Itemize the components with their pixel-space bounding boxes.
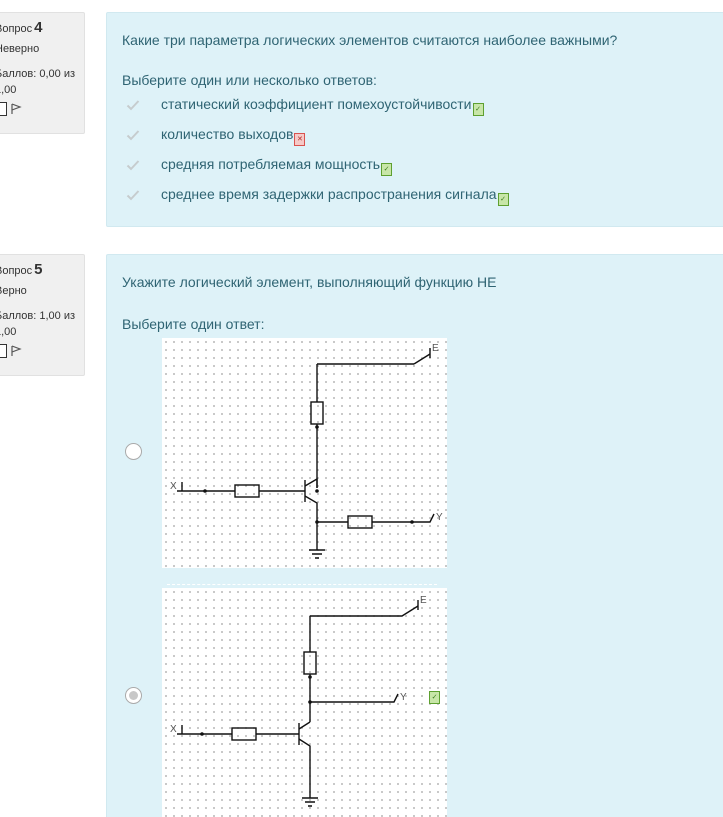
label-y: Y: [400, 692, 407, 703]
flag-question[interactable]: [0, 102, 78, 116]
correct-icon: ✓: [381, 162, 393, 176]
option-separator: [167, 584, 437, 585]
check-icon: [126, 130, 140, 141]
answer-prompt: Выберите один или несколько ответов:: [122, 72, 377, 88]
check-icon: [126, 190, 140, 201]
answer-checkbox[interactable]: [125, 127, 141, 143]
question-state: Верно: [0, 285, 27, 297]
question-info-4: Вопрос4 Неверно Баллов: 0,00 из 1,00: [0, 12, 85, 134]
correct-icon: ✓: [497, 192, 509, 206]
question-formulation-5: Укажите логический элемент, выполняющий …: [106, 254, 723, 817]
answer-radio-1[interactable]: [125, 443, 142, 460]
check-icon: [126, 100, 140, 111]
circuit-diagram-2[interactable]: E X Y: [162, 588, 447, 817]
answer-radio-2[interactable]: [125, 687, 142, 704]
answer-label: среднее время задержки распространения с…: [161, 185, 497, 202]
question-text: Укажите логический элемент, выполняющий …: [122, 274, 497, 290]
correct-icon: ✓: [472, 102, 484, 116]
flag-checkbox[interactable]: [0, 344, 7, 358]
question-grade: Баллов: 1,00 из 1,00: [0, 310, 76, 338]
flag-icon[interactable]: [10, 345, 22, 357]
answer-option-4[interactable]: среднее время задержки распространения с…: [125, 184, 509, 206]
flag-question[interactable]: [0, 344, 78, 358]
answer-label: количество выходов: [161, 125, 294, 142]
label-y: Y: [436, 512, 443, 523]
label-e: E: [432, 343, 439, 354]
answer-checkbox[interactable]: [125, 187, 141, 203]
question-info-5: Вопрос5 Верно Баллов: 1,00 из 1,00: [0, 254, 85, 376]
question-number: Вопрос5: [0, 261, 43, 278]
question-text: Какие три параметра логических элементов…: [122, 32, 618, 48]
answer-label: статический коэффициент помехоустойчивос…: [161, 95, 472, 112]
flag-checkbox[interactable]: [0, 102, 7, 116]
answer-checkbox[interactable]: [125, 97, 141, 113]
incorrect-icon: ✕: [294, 132, 306, 146]
answer-label: средняя потребляемая мощность: [161, 155, 381, 172]
answer-checkbox[interactable]: [125, 157, 141, 173]
answer-option-3[interactable]: средняя потребляемая мощность✓: [125, 154, 393, 176]
question-number: Вопрос4: [0, 19, 43, 36]
circuit-diagram-1[interactable]: E X Y: [162, 338, 447, 568]
label-x: X: [170, 481, 177, 492]
check-icon: [126, 160, 140, 171]
label-x: X: [170, 724, 177, 735]
question-grade: Баллов: 0,00 из 1,00: [0, 68, 76, 96]
answer-prompt: Выберите один ответ:: [122, 316, 265, 332]
question-state: Неверно: [0, 43, 40, 55]
question-formulation-4: Какие три параметра логических элементов…: [106, 12, 723, 227]
flag-icon[interactable]: [10, 103, 22, 115]
answer-option-1[interactable]: статический коэффициент помехоустойчивос…: [125, 94, 484, 116]
correct-icon: ✓: [429, 691, 440, 704]
label-e: E: [420, 595, 427, 606]
answer-option-2[interactable]: количество выходов✕: [125, 124, 306, 146]
